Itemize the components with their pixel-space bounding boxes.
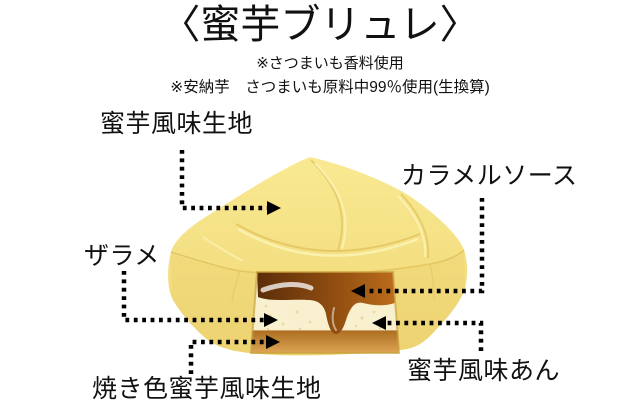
callout-label-zarame: ザラメ [84,242,160,270]
callout-line-anko [385,320,484,351]
callout-label-baked: 焼き色蜜芋風味生地 [92,375,322,403]
callout-arrow-dough [267,201,281,215]
caramel-drip-gloss [331,307,337,331]
swirl-highlight-1 [237,227,419,257]
callout-line-dough [179,150,268,211]
swirl-highlight-4 [202,236,244,262]
callout-line-baked [188,339,267,374]
callout-arrow-caramel [351,284,365,298]
bevel-edge-right [429,263,435,300]
note-ingredient: ※安納芋 さつまいも原料中99％使用(生換算) [170,79,490,96]
swirl-highlight-2 [314,162,347,250]
caramel-gloss [260,282,314,293]
callout-label-anko: 蜜芋風味あん [407,357,561,385]
note-flavor: ※さつまいも香料使用 [256,55,404,72]
swirl-line-1 [235,223,421,253]
bevel-edge-left [231,270,241,302]
callout-line-caramel [364,198,485,294]
baked-layer [251,331,399,353]
callout-line-zarame [121,271,265,323]
swirl-line-3 [400,193,430,259]
callout-arrow-anko [372,316,386,330]
callout-label-dough: 蜜芋風味生地 [100,110,254,138]
page-title: 〈蜜芋ブリュレ〉 [160,3,480,47]
callout-arrow-baked [266,335,280,349]
cutaway-window-edge [249,271,401,354]
callout-arrow-zarame [264,313,278,327]
swirl-highlight-3 [397,195,427,258]
callout-label-caramel: カラメルソース [401,162,578,190]
